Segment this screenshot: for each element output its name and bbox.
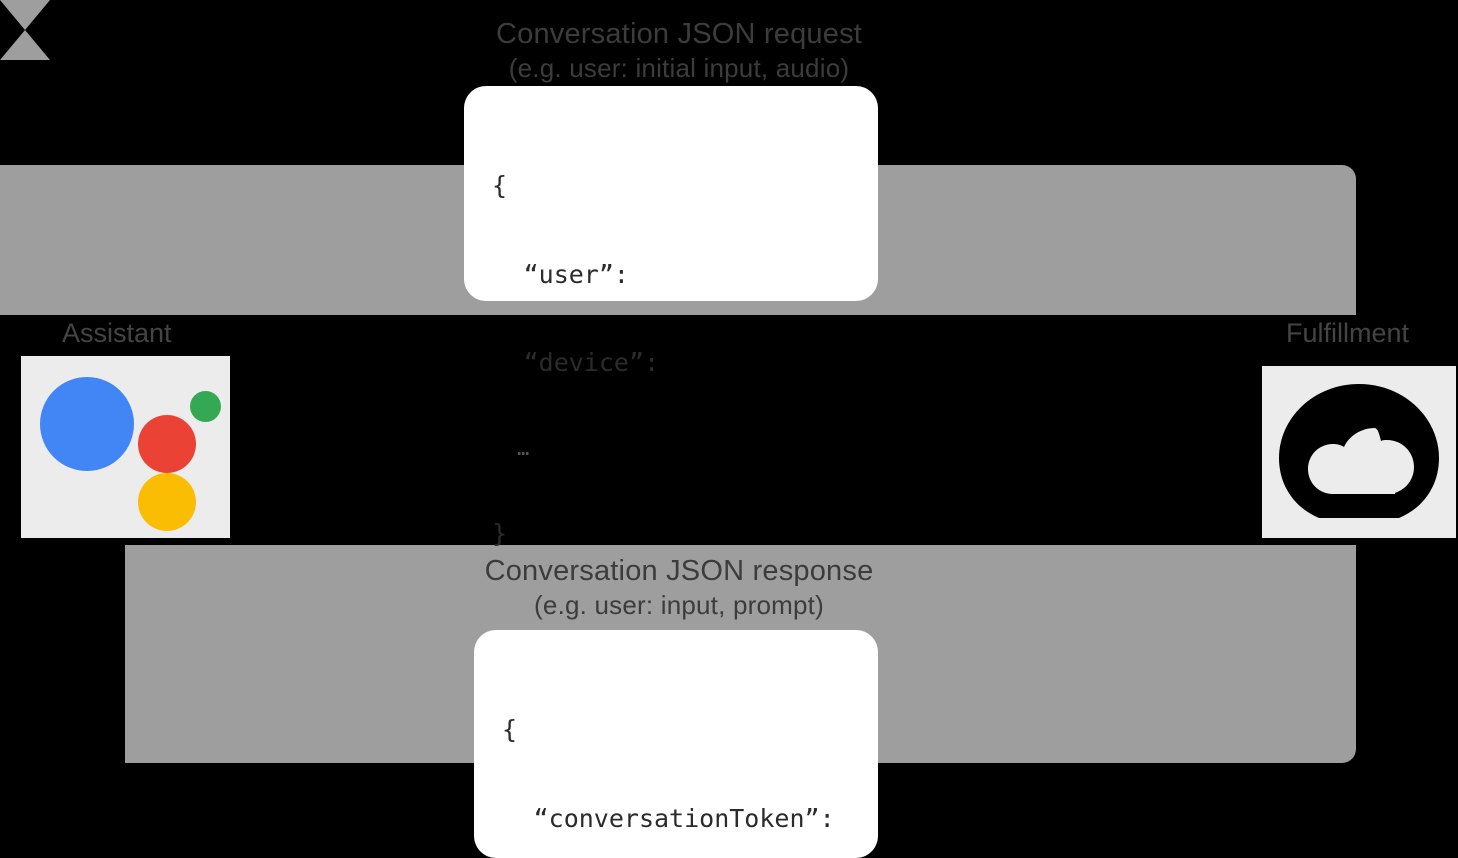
cloud-icon-svg [1279,384,1439,518]
response-flow-arrowhead-icon [0,30,50,60]
response-json-card: { “conversationToken”: “userStorage”: … … [474,630,878,858]
assistant-blue-dot-icon [40,377,134,471]
assistant-red-dot-icon [138,415,196,473]
assistant-yellow-dot-icon [138,473,196,531]
response-caption-title: Conversation JSON response [484,555,874,587]
response-flow-caption: Conversation JSON response (e.g. user: i… [339,553,1019,622]
request-json-key-user: “user”: [523,259,629,289]
request-caption-subtitle: (e.g. user: initial input, audio) [508,53,850,84]
request-flow-caption: Conversation JSON request (e.g. user: in… [339,16,1019,85]
assistant-green-dot-icon [190,391,221,422]
request-json-close-brace: } [492,519,508,549]
request-json-ellipsis: … [517,435,530,460]
request-json-key-device: “device”: [523,348,660,377]
response-json-open-brace: { [502,715,518,744]
cloud-function-icon-tile [1262,366,1456,538]
response-caption-subtitle: (e.g. user: input, prompt) [534,590,824,621]
cloud-icon [1275,382,1443,522]
request-json-open-brace: { [492,171,508,200]
google-assistant-icon [21,356,230,538]
request-caption-title: Conversation JSON request [495,18,863,50]
request-flow-arrowhead-icon [0,0,50,30]
response-json-key-conversation-token: “conversationToken”: [533,803,835,833]
assistant-endpoint-label: Assistant [62,318,172,348]
request-json-card: { “user”: “device”: … } [464,86,878,548]
fulfillment-endpoint-label: Fulfillment [1286,318,1410,348]
